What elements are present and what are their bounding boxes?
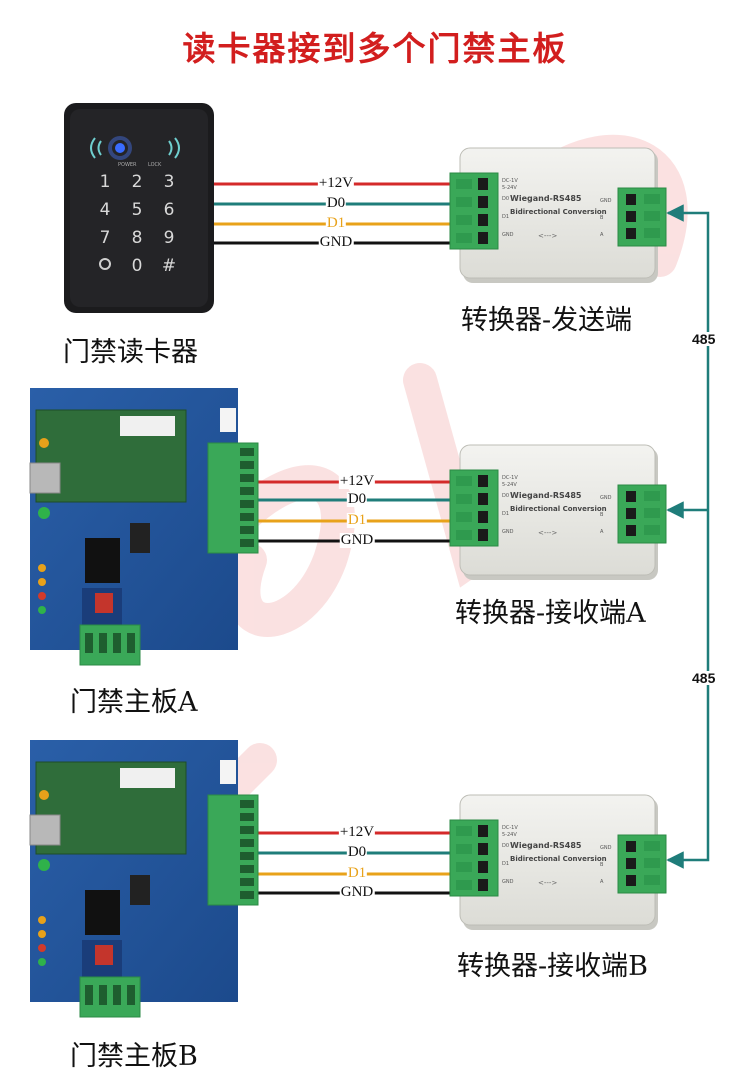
pin-label: GND [502, 879, 514, 885]
pin-label: B [600, 862, 604, 868]
pin-label: A [600, 879, 604, 885]
status-led-icon [38, 916, 46, 924]
status-led-icon [38, 606, 46, 614]
reader-caption: 门禁读卡器 [63, 337, 198, 368]
power-indicator-label: POWER [118, 162, 137, 168]
converter-arrow: <---> [538, 879, 557, 887]
keypad-key: 4 [100, 200, 111, 220]
wire-label: GND [318, 234, 354, 250]
pin-label: B [600, 512, 604, 518]
bell-icon [99, 258, 111, 270]
input-terminal [449, 172, 499, 250]
converter-subtitle: Bidirectional Conversion [510, 855, 607, 863]
ethernet-port-icon [29, 814, 61, 846]
wire-label: D0 [346, 491, 368, 507]
input-terminal [449, 469, 499, 547]
converter-arrow: <---> [538, 529, 557, 537]
wire-label: +12V [317, 175, 355, 191]
converter-arrow: <---> [538, 232, 557, 240]
board-b-caption: 门禁主板B [70, 1041, 198, 1072]
bus-label-1: 485 [692, 331, 716, 347]
converter-brand: Wiegand-RS485 [510, 841, 582, 850]
keypad-key: 9 [164, 228, 175, 248]
pin-label: GND [502, 529, 514, 535]
keypad-key: 3 [164, 172, 175, 192]
wire-label: +12V [338, 824, 376, 840]
pin-voltage-note: 5-24V [502, 832, 517, 838]
output-terminal [617, 187, 667, 247]
bus-label-2: 485 [692, 670, 716, 686]
keypad: 1 2 3 4 5 6 7 8 9 0 # [99, 172, 176, 276]
wire-label: D1 [325, 215, 347, 231]
pin-label: DC-1V [502, 178, 518, 184]
pin-voltage-note: 5-24V [502, 482, 517, 488]
converter-tx-caption: 转换器-发送端 [461, 305, 633, 336]
status-led-icon [38, 958, 46, 966]
pin-label: GND [600, 845, 612, 851]
converter-brand: Wiegand-RS485 [510, 491, 582, 500]
pin-label: D1 [502, 861, 509, 867]
pin-voltage-note: 5-24V [502, 185, 517, 191]
pin-label: D1 [502, 214, 509, 220]
pin-label: A [600, 232, 604, 238]
page-title: 读卡器接到多个门禁主板 [182, 29, 568, 68]
nfc-left-icon [90, 137, 102, 159]
wire-label: D1 [346, 865, 368, 881]
pin-label: D0 [502, 493, 509, 499]
pin-label: DC-1V [502, 825, 518, 831]
status-led-icon [38, 578, 46, 586]
wire-label: GND [339, 884, 375, 900]
controller-board-b [29, 740, 259, 1018]
controller-board-a [29, 388, 259, 666]
keypad-key: 5 [132, 200, 143, 220]
pin-label: D0 [502, 843, 509, 849]
terminal-block [207, 794, 259, 906]
keypad-key: 8 [132, 228, 143, 248]
keypad-key: 0 [132, 256, 143, 276]
wire-label: D0 [325, 195, 347, 211]
board-a-caption: 门禁主板A [70, 687, 198, 718]
status-led-icon [38, 930, 46, 938]
ethernet-port-icon [29, 462, 61, 494]
rs485-bus [666, 204, 710, 869]
keypad-key: 1 [100, 172, 111, 192]
keypad-key: # [162, 256, 176, 276]
keypad-key: 6 [164, 200, 175, 220]
converter-brand: Wiegand-RS485 [510, 194, 582, 203]
keypad-key: 2 [132, 172, 143, 192]
wire-label: D0 [346, 844, 368, 860]
pin-label: A [600, 529, 604, 535]
nfc-right-icon [168, 137, 180, 159]
pin-label: D0 [502, 196, 509, 202]
status-led-icon [38, 944, 46, 952]
card-reader: POWER LOCK 1 2 3 4 5 6 7 8 9 0 # [64, 103, 214, 313]
wire-label: D1 [346, 512, 368, 528]
wire-label: GND [339, 532, 375, 548]
pin-label: B [600, 215, 604, 221]
converter-subtitle: Bidirectional Conversion [510, 208, 607, 216]
pin-label: GND [600, 495, 612, 501]
converter-rx-a-caption: 转换器-接收端A [455, 598, 646, 629]
status-led-icon [38, 564, 46, 572]
pin-label: D1 [502, 511, 509, 517]
output-terminal [617, 484, 667, 544]
output-terminal [617, 834, 667, 894]
wire-label: +12V [338, 473, 376, 489]
pin-label: GND [600, 198, 612, 204]
lock-indicator-label: LOCK [148, 162, 162, 168]
power-led-icon [115, 143, 125, 153]
converter-subtitle: Bidirectional Conversion [510, 505, 607, 513]
converter-rx-b-caption: 转换器-接收端B [457, 951, 648, 982]
pin-label: GND [502, 232, 514, 238]
pin-label: DC-1V [502, 475, 518, 481]
status-led-icon [38, 592, 46, 600]
input-terminal [449, 819, 499, 897]
keypad-key: 7 [100, 228, 111, 248]
terminal-block [207, 442, 259, 554]
